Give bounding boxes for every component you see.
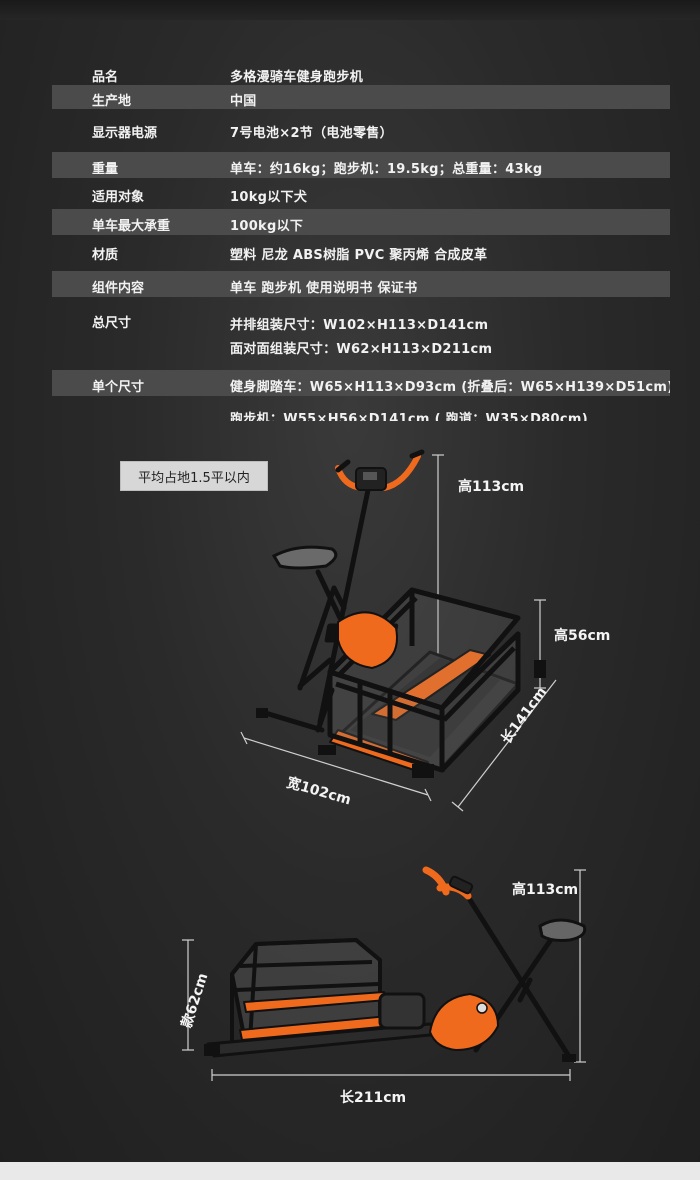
spec-row-weight: 重量 单车：约16kg；跑步机：19.5kg；总重量：43kg: [52, 152, 670, 178]
spec-value-secondary: 面对面组装尺寸：W62×H113×D211cm: [230, 342, 493, 357]
spec-value: 100kg以下: [230, 219, 304, 234]
spec-row-target: 适用对象 10kg以下犬: [52, 180, 670, 206]
spec-value-secondary: 跑步机：W55×H56×D141cm ( 跑道：W35×D80cm): [230, 412, 588, 421]
spec-label: 组件内容: [92, 281, 145, 296]
spec-row-name: 品名 多格漫骑车健身跑步机: [52, 62, 670, 85]
spec-value: 塑料 尼龙 ABS树脂 PVC 聚丙烯 合成皮革: [230, 248, 488, 263]
spec-label: 生产地: [92, 94, 132, 109]
spec-label: 品名: [92, 70, 119, 85]
spec-row-max-load: 单车最大承重 100kg以下: [52, 209, 670, 235]
spec-label: 总尺寸: [92, 316, 132, 331]
spec-value: 7号电池×2节（电池零售）: [230, 126, 393, 141]
figure2-treadmill: [204, 938, 442, 1058]
spec-row-unit-size: 单个尺寸 健身脚踏车：W65×H113×D93cm (折叠后：W65×H139×…: [52, 370, 670, 396]
bottom-band: [0, 1162, 700, 1180]
spec-label: 单个尺寸: [92, 380, 145, 395]
spec-value: 健身脚踏车：W65×H113×D93cm (折叠后：W65×H139×D51cm…: [230, 380, 670, 395]
spec-value: 并排组装尺寸：W102×H113×D141cm: [230, 318, 489, 333]
spec-table: 品名 多格漫骑车健身跑步机 生产地 中国 显示器电源 7号电池×2节（电池零售）…: [52, 56, 670, 421]
spec-value: 中国: [230, 94, 257, 109]
spec-label: 材质: [92, 248, 119, 263]
figure2-height-bike-label: 高113cm: [512, 882, 579, 898]
spec-row-material: 材质 塑料 尼龙 ABS树脂 PVC 聚丙烯 合成皮革: [52, 238, 670, 264]
spec-label: 重量: [92, 162, 119, 177]
spec-label: 显示器电源: [92, 126, 158, 141]
figure1-bike: [256, 449, 425, 733]
figure1-height-bike-label: 高113cm: [458, 479, 525, 495]
spec-label: 适用对象: [92, 190, 145, 205]
spec-value: 多格漫骑车健身跑步机: [230, 70, 364, 85]
figure2-bike: [422, 866, 587, 1062]
spec-value: 10kg以下犬: [230, 190, 308, 205]
spec-value: 单车：约16kg；跑步机：19.5kg；总重量：43kg: [230, 162, 543, 177]
area-badge: 平均占地1.5平以内: [120, 461, 268, 491]
figure1-height-treadmill-label: 高56cm: [554, 628, 611, 644]
figure1-treadmill-frame: [318, 587, 546, 778]
spec-row-origin: 生产地 中国: [52, 85, 670, 109]
spec-row-contents: 组件内容 单车 跑步机 使用说明书 保证书: [52, 271, 670, 297]
spec-row-total-size: 总尺寸 并排组装尺寸：W102×H113×D141cm 面对面组装尺寸：W62×…: [52, 306, 670, 358]
figure2-dimension-lines: [182, 869, 586, 1081]
spec-row-unit-size-cont: 跑步机：W55×H56×D141cm ( 跑道：W35×D80cm): [52, 400, 670, 421]
figure2-length-label: 长211cm: [340, 1090, 407, 1106]
top-band: [0, 0, 700, 20]
spec-value: 单车 跑步机 使用说明书 保证书: [230, 281, 418, 296]
spec-row-power: 显示器电源 7号电池×2节（电池零售）: [52, 116, 670, 142]
spec-label: 单车最大承重: [92, 219, 171, 234]
